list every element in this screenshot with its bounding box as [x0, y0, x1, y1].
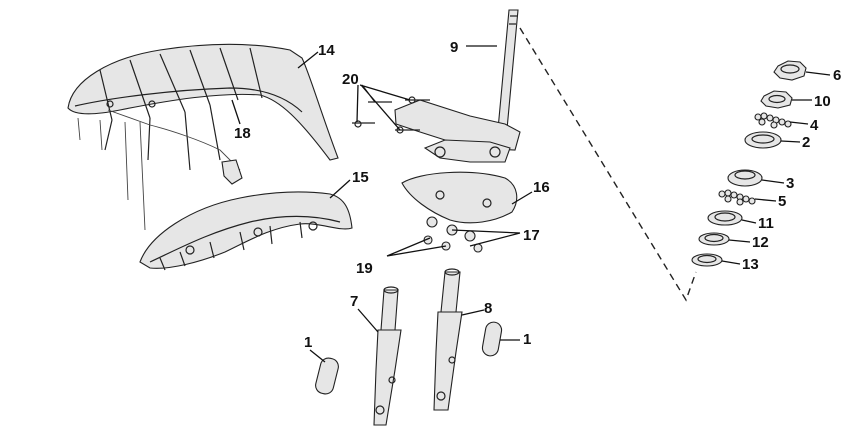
triple-clamp — [423, 139, 511, 163]
callout-13: 13 — [742, 256, 759, 273]
part-15-inner-fender — [139, 191, 353, 271]
callout-labels: 14 18 15 20 9 16 17 19 7 8 1 1 6 10 4 2 … — [234, 39, 841, 351]
callout-7: 7 — [350, 293, 358, 310]
callout-18: 18 — [234, 125, 251, 142]
bearing-stack — [691, 60, 807, 267]
part-1-reflectors — [315, 321, 503, 395]
callout-10: 10 — [814, 93, 831, 110]
callout-16: 16 — [533, 179, 550, 196]
part-8-right-fork — [433, 268, 463, 411]
callout-1-right: 1 — [523, 331, 531, 348]
callout-3: 3 — [786, 175, 794, 192]
callout-8: 8 — [484, 300, 492, 317]
callout-9: 9 — [450, 39, 458, 56]
alignment-dashed-line — [519, 27, 697, 302]
callout-11: 11 — [758, 215, 774, 232]
leader-lines — [231, 45, 831, 363]
part-14-front-fender — [67, 43, 339, 231]
part-7-left-fork — [373, 286, 402, 426]
part-16-lower-plate — [401, 171, 518, 224]
callout-14: 14 — [318, 42, 335, 59]
callout-6: 6 — [833, 67, 841, 84]
callout-15: 15 — [352, 169, 369, 186]
callout-1-left: 1 — [304, 334, 312, 351]
parts-17-19-fasteners — [423, 216, 483, 253]
callout-2: 2 — [802, 134, 810, 151]
callout-12: 12 — [752, 234, 769, 251]
part-20-bolts-bracket — [352, 96, 521, 151]
callout-19: 19 — [356, 260, 373, 277]
callout-4: 4 — [810, 117, 819, 134]
callout-20: 20 — [342, 71, 359, 88]
part-9-steering-stem — [496, 9, 519, 141]
callout-5: 5 — [778, 193, 786, 210]
callout-17: 17 — [523, 227, 540, 244]
